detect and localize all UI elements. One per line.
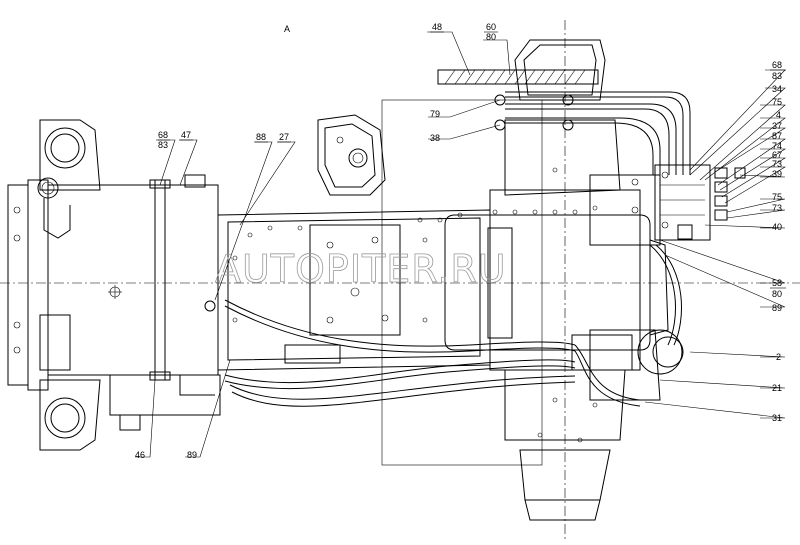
callout-89-right: 89	[772, 303, 782, 313]
callout-80-top: 80	[486, 32, 496, 42]
watermark: AUTOPITER.RU	[215, 247, 507, 291]
callout-87: 87	[772, 131, 782, 141]
callout-40: 40	[772, 222, 782, 232]
view-label: A	[284, 24, 290, 34]
callout-74: 74	[772, 141, 782, 151]
callout-79: 79	[430, 109, 440, 119]
callout-31: 31	[772, 413, 782, 423]
callout-89-bottom: 89	[187, 450, 197, 460]
callout-73-bottom: 73	[772, 203, 782, 213]
callout-39: 39	[772, 169, 782, 179]
callout-2: 2	[776, 352, 781, 362]
callout-48: 48	[432, 22, 442, 32]
callout-80-right: 80	[772, 289, 782, 299]
callout-27: 27	[279, 132, 289, 142]
callout-83-left: 83	[158, 140, 168, 150]
callout-34: 34	[772, 84, 782, 94]
callout-21: 21	[772, 383, 782, 393]
hydraulic-lines	[224, 91, 691, 407]
callout-4: 4	[776, 110, 781, 120]
hatched-plate	[437, 69, 599, 131]
main-housing	[47, 174, 221, 431]
callout-58: 58	[772, 278, 782, 288]
callout-47: 47	[181, 130, 191, 140]
callout-37: 37	[772, 121, 782, 131]
callout-46: 46	[135, 450, 145, 460]
callout-88: 88	[256, 132, 266, 142]
callout-60: 60	[486, 22, 496, 32]
callout-75-bottom: 75	[772, 192, 782, 202]
callout-68-left: 68	[158, 130, 168, 140]
callout-38: 38	[430, 133, 440, 143]
callout-68-right: 68	[772, 60, 782, 70]
callout-underlines	[156, 31, 786, 289]
valve-block	[654, 164, 746, 241]
callout-73-top: 73	[772, 159, 782, 169]
callout-83-right: 83	[772, 71, 782, 81]
callout-67: 67	[772, 150, 782, 160]
callout-75-top: 75	[772, 97, 782, 107]
